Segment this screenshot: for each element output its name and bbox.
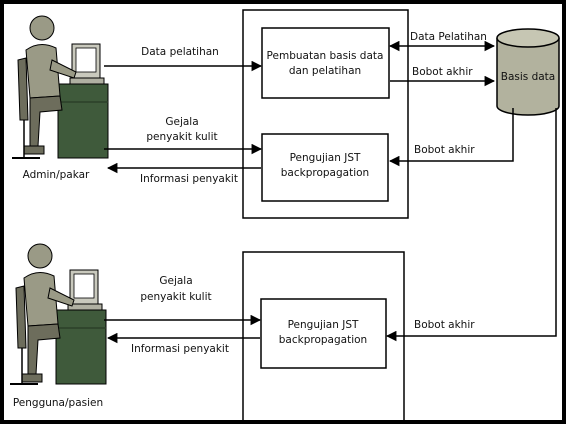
user-label: Pengguna/pasien (13, 397, 103, 409)
user-figure (10, 243, 107, 385)
flow-db-top-test-weights-arrow (388, 108, 514, 167)
flow-admin-symptoms-line1: Gejala (165, 116, 198, 128)
flow-user-symptoms-line2: penyakit kulit (140, 291, 211, 303)
process-testing-bottom-line2: backpropagation (279, 334, 367, 346)
flow-user-info-label: Informasi penyakit (131, 343, 229, 355)
flow-admin-info-label: Informasi penyakit (140, 173, 238, 185)
process-training-line1: Pembuatan basis data (267, 50, 384, 62)
database-cylinder (496, 28, 560, 116)
process-testing-top-box (261, 133, 389, 202)
flow-admin-training-data-label: Data pelatihan (141, 46, 219, 58)
flow-user-symptoms-line1: Gejala (159, 275, 192, 287)
process-testing-top-line2: backpropagation (281, 167, 369, 179)
database-label: Basis data (501, 71, 555, 83)
process-training-box (261, 27, 390, 99)
flow-db-bottom-test-weights-arrow (385, 108, 557, 342)
system-boundary-top (242, 9, 409, 219)
flow-training-db-weights-label: Bobot akhir (412, 66, 473, 78)
process-training-line2: dan pelatihan (289, 65, 361, 77)
process-testing-bottom-box (260, 298, 387, 369)
flow-admin-symptoms-line2: penyakit kulit (146, 131, 217, 143)
flow-db-top-test-weights-label: Bobot akhir (414, 144, 475, 156)
flow-db-bottom-test-weights-label: Bobot akhir (414, 319, 475, 331)
process-testing-bottom-line1: Pengujian JST (288, 319, 359, 331)
admin-figure (12, 15, 109, 159)
flow-training-db-data-label: Data Pelatihan (410, 31, 487, 43)
process-testing-top-line1: Pengujian JST (290, 152, 361, 164)
admin-label: Admin/pakar (23, 169, 90, 181)
